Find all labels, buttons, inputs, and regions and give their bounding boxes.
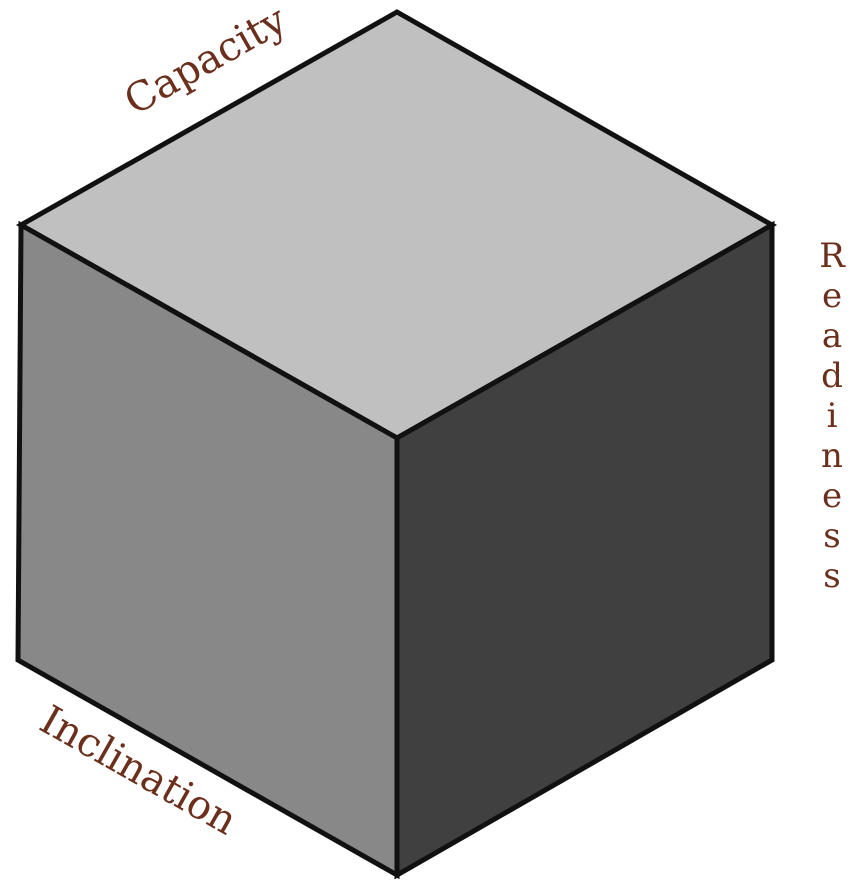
readiness-letter: s — [812, 516, 851, 556]
readiness-letter: n — [812, 436, 851, 476]
readiness-letter: d — [812, 356, 851, 396]
readiness-letter: a — [812, 316, 851, 356]
readiness-letter: s — [812, 556, 851, 596]
readiness-letter: R — [812, 236, 851, 276]
readiness-letter: i — [812, 396, 851, 436]
readiness-letter: e — [812, 476, 851, 516]
readiness-letter: e — [812, 276, 851, 316]
